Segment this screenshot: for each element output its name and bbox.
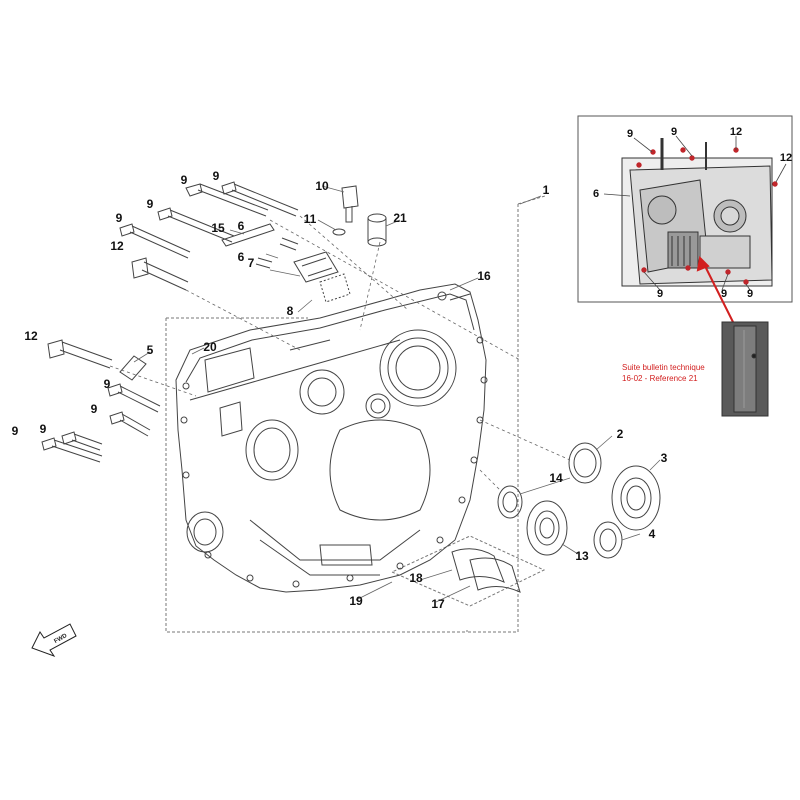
callout-c-20: 20 bbox=[203, 340, 217, 354]
callout-c-8: 8 bbox=[286, 304, 294, 318]
bulletin-line-2: 16-02 - Reference 21 bbox=[622, 374, 698, 383]
clip bbox=[119, 355, 147, 381]
fwd-arrow-icon bbox=[31, 623, 77, 657]
callout-c-4: 4 bbox=[648, 527, 656, 541]
sleeve bbox=[367, 213, 387, 247]
callout-c-15: 15 bbox=[211, 221, 225, 235]
callout-c-3: 3 bbox=[660, 451, 668, 465]
cover-plate bbox=[293, 251, 351, 303]
callout-c-9f: 9 bbox=[90, 402, 98, 416]
callout-i-9d: 9 bbox=[720, 288, 728, 300]
bearing-13 bbox=[526, 500, 568, 556]
callout-c-16: 16 bbox=[477, 269, 491, 283]
callout-c-9e: 9 bbox=[103, 377, 111, 391]
seal-2 bbox=[568, 442, 602, 484]
callout-c-17: 17 bbox=[431, 597, 445, 611]
callout-i-12a: 12 bbox=[729, 126, 743, 138]
callout-c-11: 11 bbox=[303, 212, 317, 226]
callout-i-9a: 9 bbox=[626, 128, 634, 140]
callout-c-6a: 6 bbox=[237, 219, 245, 233]
callout-i-12b: 12 bbox=[779, 152, 793, 164]
callout-c-13: 13 bbox=[575, 549, 589, 563]
crankcase bbox=[175, 283, 488, 593]
callout-c-9h: 9 bbox=[39, 422, 47, 436]
inset-panel bbox=[577, 115, 793, 303]
callout-i-9e: 9 bbox=[746, 288, 754, 300]
inset-photo bbox=[621, 138, 773, 287]
strap-plate bbox=[221, 223, 275, 247]
sensor bbox=[332, 185, 359, 236]
technical-bulletin-note: Suite bulletin technique 16-02 - Referen… bbox=[622, 362, 705, 384]
callout-c-9b: 9 bbox=[212, 169, 220, 183]
callout-c-14: 14 bbox=[549, 471, 563, 485]
sleeve-photo bbox=[721, 321, 769, 417]
callout-c-9g: 9 bbox=[11, 424, 19, 438]
callout-c-2: 2 bbox=[616, 427, 624, 441]
bearing-3 bbox=[611, 465, 661, 531]
callout-c-21: 21 bbox=[393, 211, 407, 225]
callout-c-1: 1 bbox=[542, 183, 550, 197]
seal-14 bbox=[497, 485, 523, 519]
callout-c-5: 5 bbox=[146, 343, 154, 357]
callout-c-6b: 6 bbox=[237, 250, 245, 264]
seal-4 bbox=[593, 521, 623, 559]
callout-c-10: 10 bbox=[315, 179, 329, 193]
callout-c-19: 19 bbox=[349, 594, 363, 608]
red-pointer-arrow bbox=[696, 255, 734, 323]
callout-c-7: 7 bbox=[247, 256, 255, 270]
callout-c-12a: 12 bbox=[110, 239, 124, 253]
callout-c-9d: 9 bbox=[115, 211, 123, 225]
callout-i-9c: 9 bbox=[656, 288, 664, 300]
callout-c-12b: 12 bbox=[24, 329, 38, 343]
callout-c-9c: 9 bbox=[146, 197, 154, 211]
bulletin-line-1: Suite bulletin technique bbox=[622, 363, 705, 372]
bushing-pair bbox=[451, 548, 521, 593]
assembly-frame bbox=[165, 195, 546, 633]
leader-lines bbox=[109, 185, 661, 603]
bolt-group bbox=[41, 181, 299, 463]
callout-i-6: 6 bbox=[592, 188, 600, 200]
callout-i-9b: 9 bbox=[670, 126, 678, 138]
callout-c-9a: 9 bbox=[180, 173, 188, 187]
callout-c-18: 18 bbox=[409, 571, 423, 585]
